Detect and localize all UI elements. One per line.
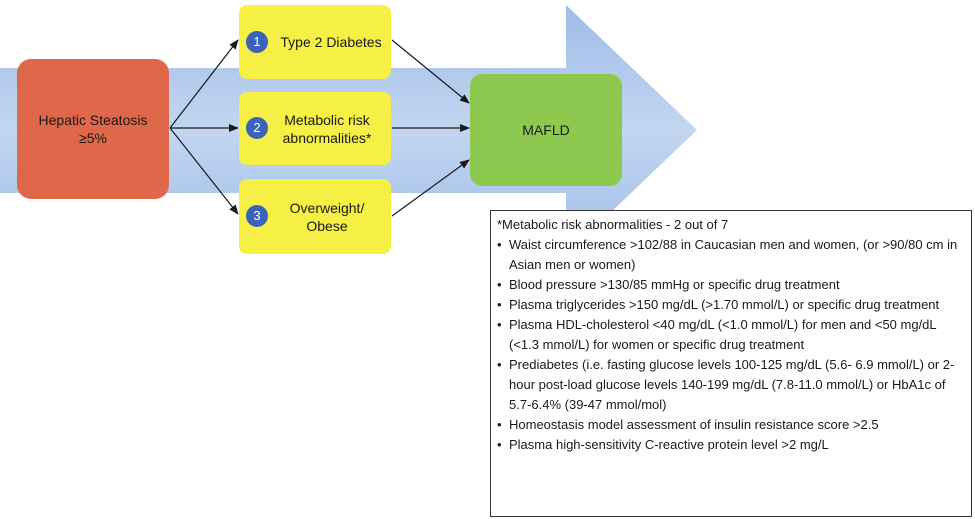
legend-item-text: Plasma triglycerides >150 mg/dL (>1.70 m… xyxy=(509,297,940,312)
bullet-icon: • xyxy=(497,297,502,312)
bullet-icon: • xyxy=(497,277,502,292)
legend-list-item: • Plasma HDL-cholesterol <40 mg/dL (<1.0 … xyxy=(497,315,967,355)
bullet-icon: • xyxy=(497,357,502,372)
criterion-number-badge: 3 xyxy=(246,205,268,227)
legend-item-text: Waist circumference >102/88 in Caucasian… xyxy=(509,237,958,272)
legend-list-item: • Plasma high-sensitivity C-reactive prot… xyxy=(497,435,967,455)
legend-item-text: Prediabetes (i.e. fasting glucose levels… xyxy=(509,357,955,412)
connector-steatosis-to-criterion-3 xyxy=(169,127,239,215)
metabolic-risk-legend-box: *Metabolic risk abnormalities - 2 out of… xyxy=(490,210,972,517)
bullet-icon: • xyxy=(497,237,502,252)
criterion-label: Metabolic risk abnormalities* xyxy=(282,111,372,146)
bullet-icon: • xyxy=(497,437,502,452)
connector-criterion-1-to-mafld xyxy=(391,39,470,104)
hepatic-steatosis-box: Hepatic Steatosis ≥5% xyxy=(17,59,169,199)
legend-list-item: • Waist circumference >102/88 in Caucasia… xyxy=(497,235,967,275)
legend-item-text: Blood pressure >130/85 mmHg or specific … xyxy=(509,277,840,292)
criterion-label: Type 2 Diabetes xyxy=(280,34,382,50)
legend-list-item: • Plasma triglycerides >150 mg/dL (>1.70 … xyxy=(497,295,967,315)
legend-criteria-list: • Waist circumference >102/88 in Caucasia… xyxy=(497,235,967,455)
criterion-metabolic-risk-box: 2 Metabolic risk abnormalities* xyxy=(239,92,391,165)
criterion-number-badge: 1 xyxy=(246,31,268,53)
mafld-outcome-box: MAFLD xyxy=(470,74,622,186)
legend-list-item: • Prediabetes (i.e. fasting glucose level… xyxy=(497,355,967,415)
legend-list-item: • Homeostasis model assessment of insulin… xyxy=(497,415,967,435)
connector-criterion-3-to-mafld xyxy=(391,159,470,217)
mafld-label: MAFLD xyxy=(522,122,570,138)
criterion-type-2-diabetes-box: 1 Type 2 Diabetes xyxy=(239,5,391,79)
connector-arrows xyxy=(169,39,470,217)
bullet-icon: • xyxy=(497,417,502,432)
hepatic-steatosis-label: Hepatic Steatosis ≥5% xyxy=(38,112,148,146)
connector-steatosis-to-criterion-1 xyxy=(169,39,239,129)
legend-item-text: Plasma high-sensitivity C-reactive prote… xyxy=(509,437,829,452)
legend-item-text: Homeostasis model assessment of insulin … xyxy=(509,417,879,432)
legend-item-text: Plasma HDL-cholesterol <40 mg/dL (<1.0 m… xyxy=(509,317,937,352)
criterion-overweight-obese-box: 3 Overweight/ Obese xyxy=(239,179,391,254)
bullet-icon: • xyxy=(497,317,502,332)
criterion-label: Overweight/ Obese xyxy=(289,199,365,234)
legend-list-item: • Blood pressure >130/85 mmHg or specific… xyxy=(497,275,967,295)
legend-heading: *Metabolic risk abnormalities - 2 out of… xyxy=(497,217,729,232)
criterion-number-badge: 2 xyxy=(246,117,268,139)
